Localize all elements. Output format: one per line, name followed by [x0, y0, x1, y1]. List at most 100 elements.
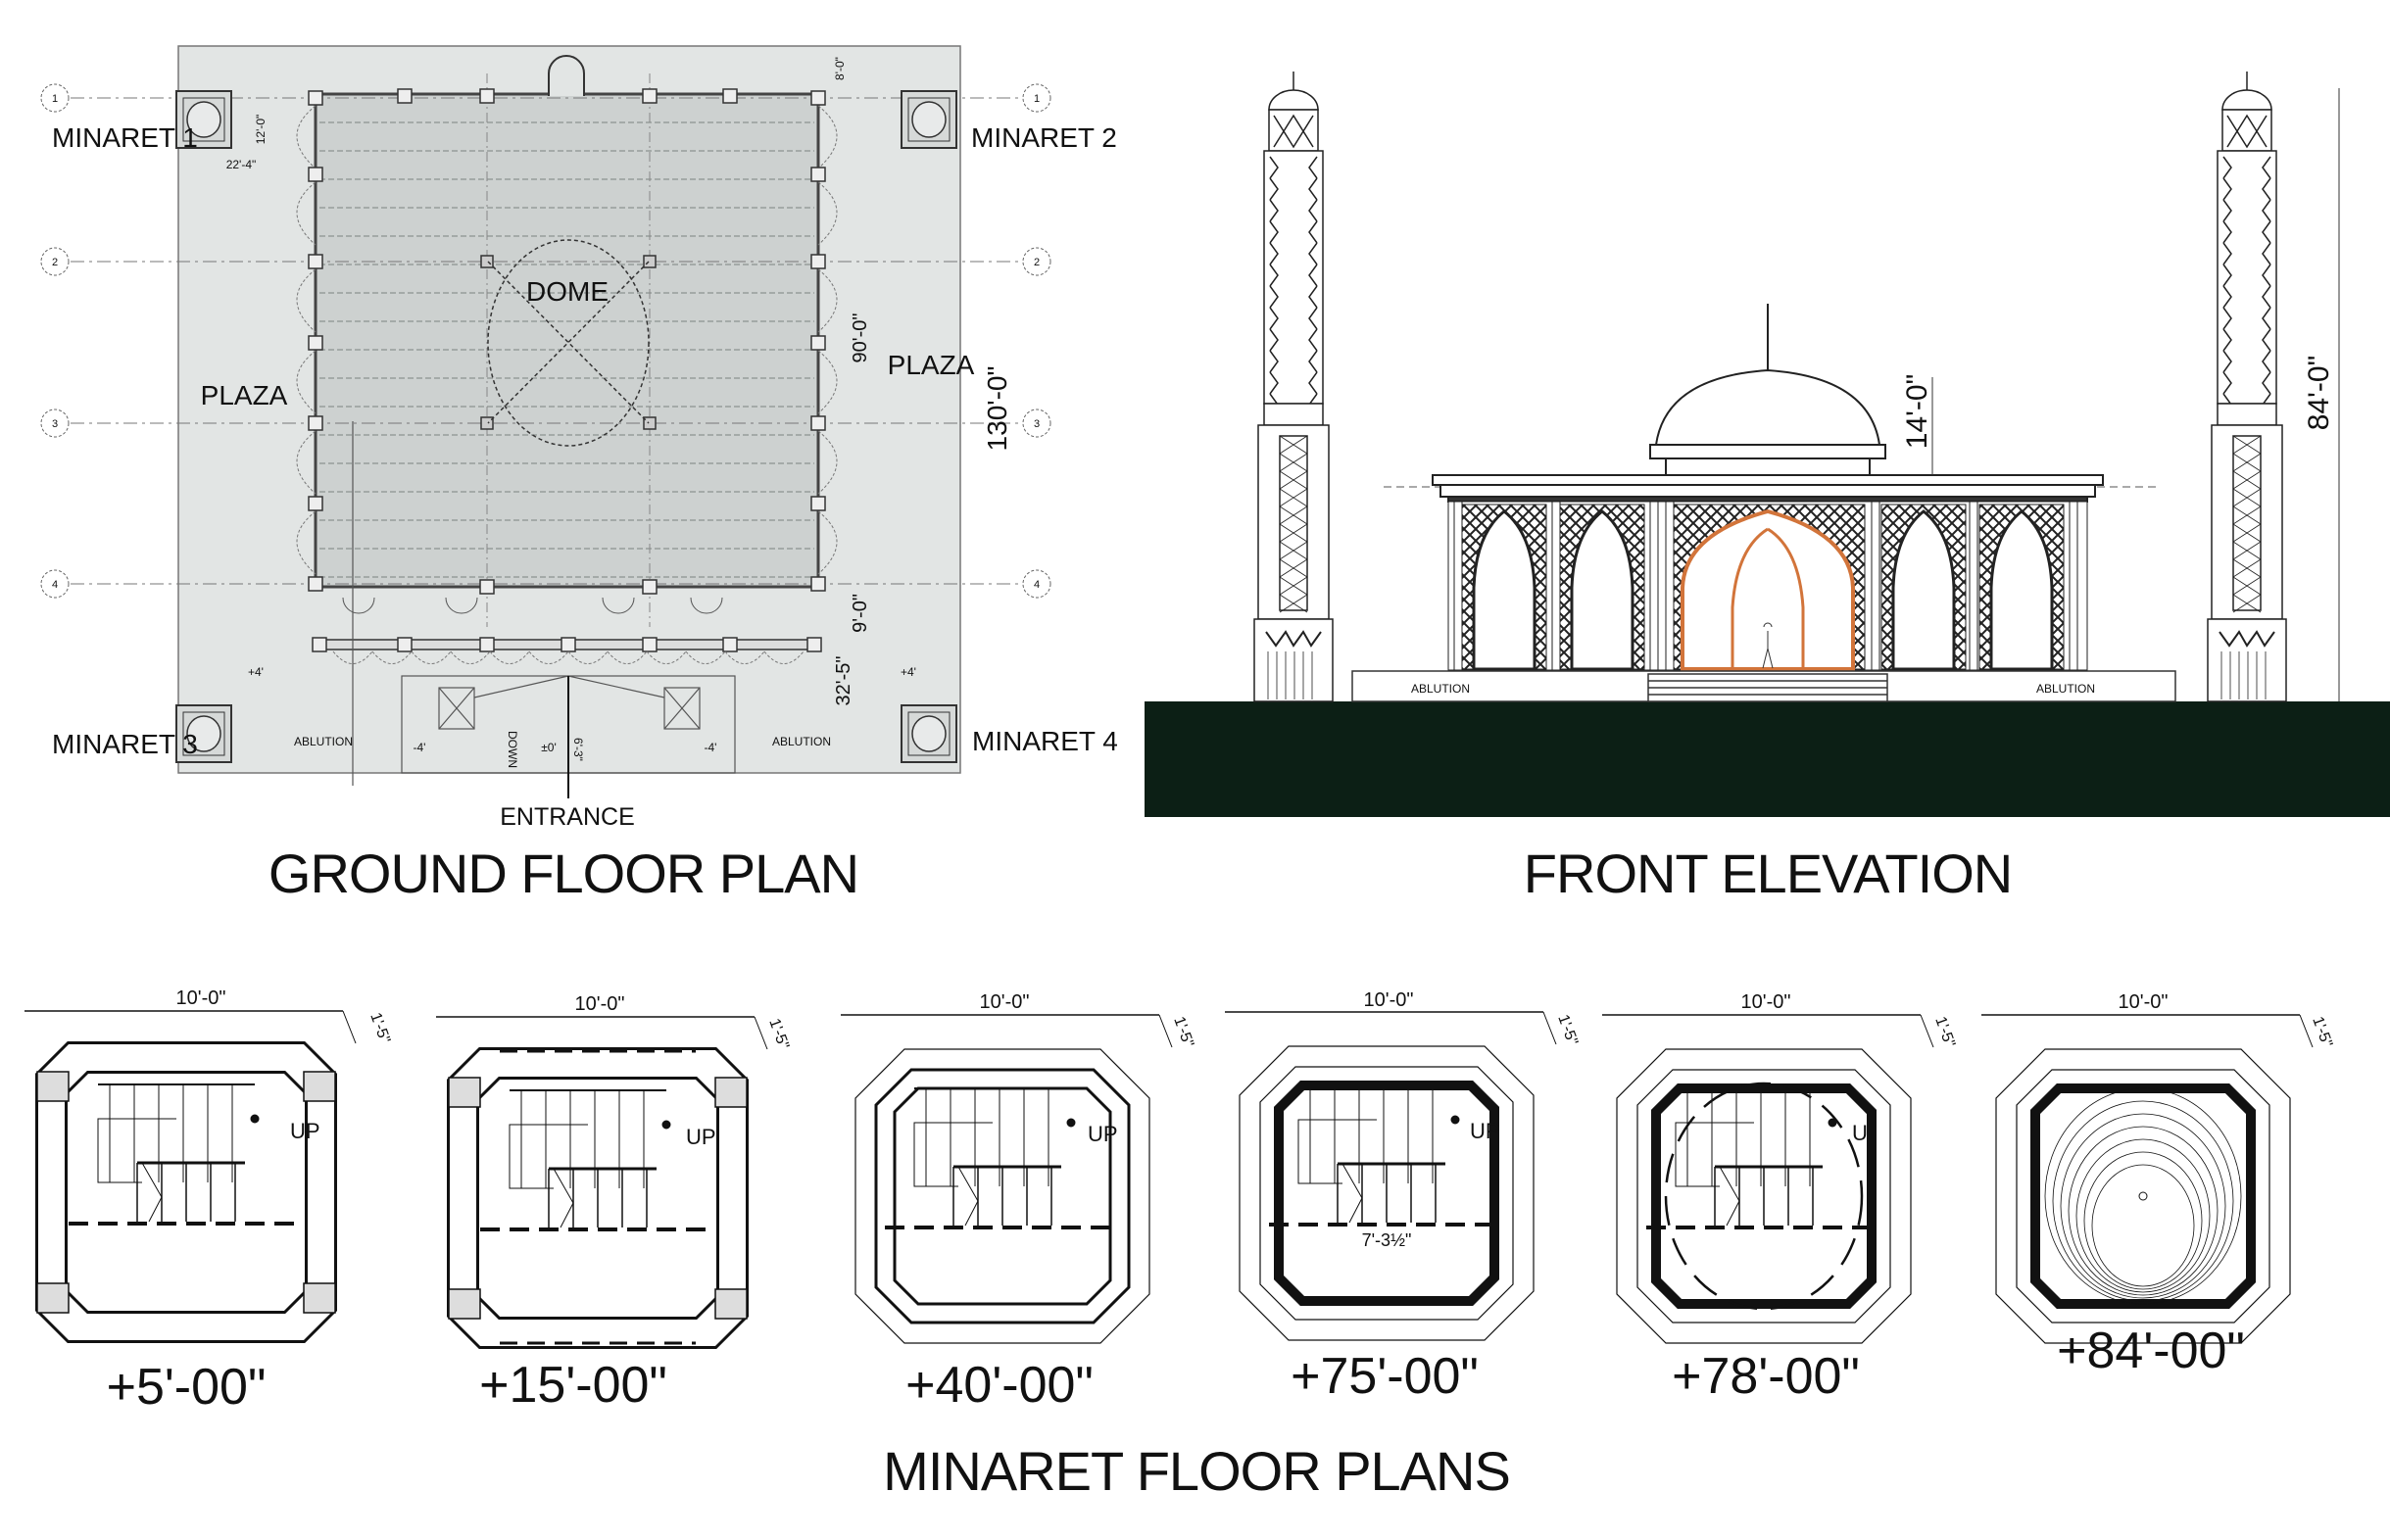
outer-wall	[35, 1041, 337, 1343]
grid-bubble	[1022, 247, 1051, 276]
lattice	[1269, 156, 1318, 179]
lattice	[1279, 558, 1308, 578]
front-elevation: ABLUTION ABLUTION 14'-0" 84'-0" FRONT EL…	[1145, 72, 2390, 904]
title-ground-floor-plan: GROUND FLOOR PLAN	[268, 842, 858, 904]
window-arc	[296, 510, 317, 575]
column	[810, 335, 826, 351]
minaret-cupola	[1268, 89, 1319, 111]
dim-side-offset: 22'-4"	[226, 158, 257, 171]
porch-column	[397, 637, 413, 652]
arcade-pillar	[1969, 501, 1978, 671]
window-arc	[296, 268, 317, 333]
break-line	[957, 1166, 979, 1227]
plan-minaret	[901, 704, 957, 763]
column	[810, 90, 826, 106]
lattice	[1269, 350, 1318, 373]
plan-3-width-dim: 10'-0"	[980, 991, 1030, 1013]
dome-ring	[2044, 1087, 2242, 1305]
minaret-middle-shaft	[2211, 424, 2283, 620]
column	[642, 579, 658, 595]
lattice	[2222, 307, 2271, 330]
outer-wall	[447, 1047, 749, 1349]
porch-column	[806, 637, 822, 652]
corner-column	[714, 1288, 748, 1320]
outer-ring	[854, 1048, 1150, 1344]
middle-ring	[874, 1068, 1131, 1324]
pointed-arch	[1472, 509, 1536, 671]
lattice-panel	[1279, 435, 1308, 611]
minaret-base	[2207, 618, 2287, 702]
plan-4-width-dim: 10'-0"	[1364, 989, 1414, 1011]
lattice	[1269, 199, 1318, 222]
grid-bubble	[1022, 83, 1051, 113]
lattice	[1279, 435, 1308, 455]
column	[642, 88, 658, 104]
dome-outline	[1664, 1082, 1864, 1311]
lattice	[2222, 350, 2271, 373]
lattice	[1269, 220, 1318, 244]
middle-ring	[1259, 1066, 1514, 1321]
level-stair-left: -4'	[414, 741, 426, 754]
pointed-arch	[1891, 509, 1956, 671]
window-arc	[817, 268, 838, 333]
lattice	[2226, 114, 2268, 149]
lattice	[1279, 541, 1308, 560]
middle-ring	[2016, 1069, 2270, 1323]
grid-bubble	[40, 409, 70, 438]
level-stair-right: -4'	[705, 741, 717, 754]
lattice	[2222, 285, 2271, 309]
lattice	[2222, 199, 2271, 222]
up-arrow-dot	[1066, 1118, 1076, 1128]
center-inner-arch	[1731, 527, 1805, 669]
lattice	[1269, 285, 1318, 309]
level-plaza-right: +4'	[901, 665, 916, 679]
minaret-plan	[436, 1016, 768, 1349]
pointed-arch	[1681, 508, 1855, 671]
window-arc	[296, 105, 317, 169]
porch-column	[642, 637, 658, 652]
break-line	[141, 1162, 163, 1223]
arcade-pillar	[1871, 501, 1880, 671]
label-minaret-4: MINARET 4	[972, 726, 1118, 756]
lattice	[2222, 328, 2271, 352]
plan-3-stair-label: UP	[1088, 1122, 1118, 1146]
label-dome: DOME	[526, 276, 609, 307]
break-line	[1719, 1166, 1740, 1227]
grid-bubble-label: 4	[52, 579, 58, 591]
dim-front-depth: 32'-5"	[833, 656, 854, 706]
plan-2-width-dim: 10'-0"	[575, 993, 625, 1015]
column	[308, 335, 323, 351]
stair-run	[97, 1118, 176, 1183]
minaret-plan	[1225, 1011, 1557, 1341]
minaret-shaft	[911, 715, 947, 752]
break-line	[553, 1168, 574, 1228]
arcade-pillar	[1665, 501, 1675, 671]
arcade-bay	[1461, 504, 1547, 671]
lattice	[2232, 470, 2262, 490]
break-line	[1341, 1163, 1363, 1224]
grid-bubble-label: 1	[1034, 93, 1040, 105]
column	[810, 576, 826, 592]
column	[479, 88, 495, 104]
minaret-plan	[1981, 1014, 2314, 1344]
dim-minaret-height: 84'-0"	[2303, 356, 2335, 430]
window-arc	[817, 430, 838, 495]
plan-3-level: +40'-00"	[905, 1357, 1094, 1414]
corner-column	[448, 1288, 481, 1320]
plan-4-inner-dim: 7'-3½"	[1362, 1230, 1412, 1250]
dim-hall-depth: 90'-0"	[850, 313, 871, 363]
lattice	[1279, 523, 1308, 543]
entrance-stairs	[352, 421, 736, 798]
inner-wall	[1651, 1083, 1877, 1309]
arcade-bay	[1880, 504, 1967, 671]
lattice	[1273, 114, 1314, 149]
lattice	[1269, 242, 1318, 265]
label-plaza-left: PLAZA	[201, 380, 288, 410]
column	[810, 415, 826, 431]
grid-bubble	[1022, 569, 1051, 599]
plan-2-level: +15'-00"	[479, 1357, 667, 1414]
plan-minaret	[175, 704, 232, 763]
dim-minaret-offset: 12'-0"	[254, 115, 268, 145]
dome-ring	[2091, 1164, 2195, 1287]
plan-5-chamfer-dim: 1'-5"	[1931, 1015, 1958, 1050]
